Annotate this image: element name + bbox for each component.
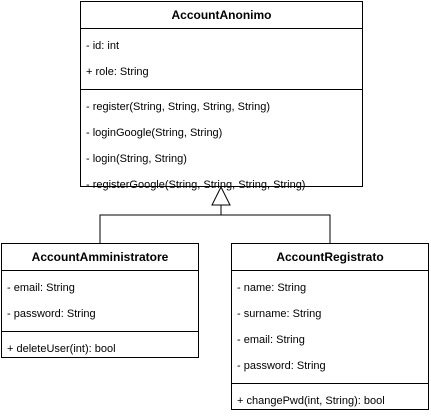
class-name: AccountAmministratore xyxy=(2,244,198,271)
method: + changePwd(int, String): bool xyxy=(237,395,385,407)
class-name: AccountRegistrato xyxy=(232,244,428,271)
attribute: - name: String xyxy=(237,282,307,294)
method: + deleteUser(int): bool xyxy=(7,343,116,355)
method: - loginGoogle(String, String) xyxy=(86,127,223,139)
methods-section: + deleteUser(int): bool xyxy=(2,332,198,366)
attribute: - password: String xyxy=(237,360,326,372)
attributes-section: - id: int + role: String xyxy=(81,29,362,90)
class-account-amministratore[interactable]: AccountAmministratore - email: String - … xyxy=(1,243,199,358)
method: - login(String, String) xyxy=(86,153,187,165)
attributes-section: - email: String - password: String xyxy=(2,271,198,332)
method: - register(String, String, String, Strin… xyxy=(86,101,271,113)
attribute: + role: String xyxy=(86,66,149,78)
attribute: - email: String xyxy=(7,282,75,294)
attribute: - surname: String xyxy=(237,308,322,320)
class-account-anonimo[interactable]: AccountAnonimo - id: int + role: String … xyxy=(80,1,363,191)
method: - registerGoogle(String, String, String,… xyxy=(86,179,306,191)
methods-section: + changePwd(int, String): bool xyxy=(232,384,428,418)
attribute: - id: int xyxy=(86,40,120,52)
inheritance-line-registrato xyxy=(221,214,331,243)
inheritance-line-admin xyxy=(99,214,221,243)
methods-section: - register(String, String, String, Strin… xyxy=(81,90,362,202)
attribute: - password: String xyxy=(7,308,96,320)
class-account-registrato[interactable]: AccountRegistrato - name: String - surna… xyxy=(231,243,429,410)
attribute: - email: String xyxy=(237,334,305,346)
attributes-section: - name: String - surname: String - email… xyxy=(232,271,428,384)
class-name: AccountAnonimo xyxy=(81,2,362,29)
